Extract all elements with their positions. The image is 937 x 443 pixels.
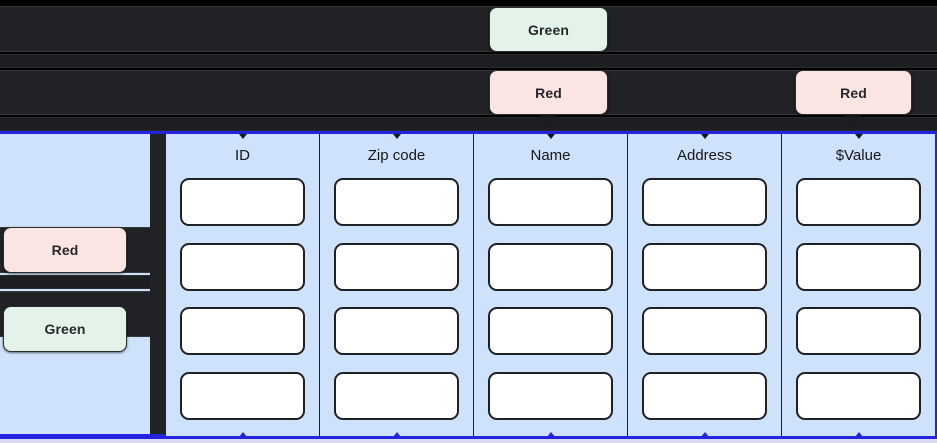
sidebar-badge-red[interactable]: Red — [3, 227, 127, 273]
sidebar — [0, 134, 150, 436]
table-cell[interactable] — [334, 371, 459, 420]
column-cells-zip-code — [320, 178, 473, 436]
column-header-zip-code: Zip code — [367, 147, 426, 164]
top-band-gap — [0, 54, 937, 68]
column-header-address: Address — [676, 147, 733, 164]
table-cell[interactable] — [180, 242, 305, 291]
column-header-value: $Value — [835, 147, 882, 164]
vertical-divider — [150, 134, 166, 436]
table-cell[interactable] — [334, 178, 459, 226]
top-band-3 — [0, 117, 937, 131]
column-cells-name — [474, 178, 627, 436]
column-header-name: Name — [530, 147, 571, 164]
column-tick-top-icon — [546, 134, 555, 139]
badge-label: Green — [44, 321, 86, 337]
footer-rule — [0, 434, 166, 437]
badge-label: Green — [528, 21, 569, 38]
column-tick-bottom-icon — [238, 432, 247, 437]
sidebar-badge-green[interactable]: Green — [3, 306, 127, 352]
pointer-down-icon-name — [539, 115, 557, 126]
content-panel: Red Green ID Zip code — [0, 131, 937, 439]
top-band-2 — [0, 70, 937, 115]
badge-label: Red — [51, 242, 79, 258]
column-tick-top-icon — [238, 134, 247, 139]
column-tick-bottom-icon — [546, 432, 555, 437]
column-tick-top-icon — [392, 134, 401, 139]
column-header-id: ID — [235, 147, 250, 164]
table-cell[interactable] — [796, 307, 921, 356]
table-cell[interactable] — [334, 242, 459, 291]
table-cell[interactable] — [488, 307, 613, 356]
sidebar-strip-gap — [0, 275, 150, 289]
table-cell[interactable] — [796, 371, 921, 420]
table-cell[interactable] — [488, 178, 613, 226]
column-tick-top-icon — [700, 134, 709, 139]
table-cell[interactable] — [796, 242, 921, 291]
column-cells-id — [166, 178, 319, 436]
table-cell[interactable] — [488, 371, 613, 420]
table-cell[interactable] — [180, 178, 305, 226]
column-id[interactable]: ID — [166, 134, 320, 437]
column-address[interactable]: Address — [628, 134, 782, 437]
column-tick-bottom-icon — [700, 432, 709, 437]
badge-label: Red — [840, 84, 867, 101]
badge-green-top[interactable]: Green — [489, 7, 608, 52]
column-zip-code[interactable]: Zip code — [320, 134, 474, 437]
badge-red-value-column[interactable]: Red — [795, 70, 912, 115]
badge-label: Red — [535, 84, 562, 101]
table-cell[interactable] — [642, 178, 767, 226]
table-cell[interactable] — [488, 242, 613, 291]
column-value[interactable]: $Value — [782, 134, 935, 437]
column-tick-top-icon — [854, 134, 863, 139]
data-table: ID Zip code — [166, 134, 935, 437]
table-cell[interactable] — [334, 307, 459, 356]
table-cell[interactable] — [642, 307, 767, 356]
column-tick-bottom-icon — [854, 432, 863, 437]
column-name[interactable]: Name — [474, 134, 628, 437]
table-cell[interactable] — [642, 371, 767, 420]
column-tick-bottom-icon — [392, 432, 401, 437]
table-cell[interactable] — [642, 242, 767, 291]
table-cell[interactable] — [180, 371, 305, 420]
top-band-1 — [0, 6, 937, 52]
table-cell[interactable] — [180, 307, 305, 356]
column-cells-address — [628, 178, 781, 436]
badge-red-name-column[interactable]: Red — [489, 70, 608, 115]
table-cell[interactable] — [796, 178, 921, 226]
pointer-down-icon-value — [844, 115, 862, 126]
footer-strip — [0, 437, 937, 443]
column-cells-value — [782, 178, 935, 436]
